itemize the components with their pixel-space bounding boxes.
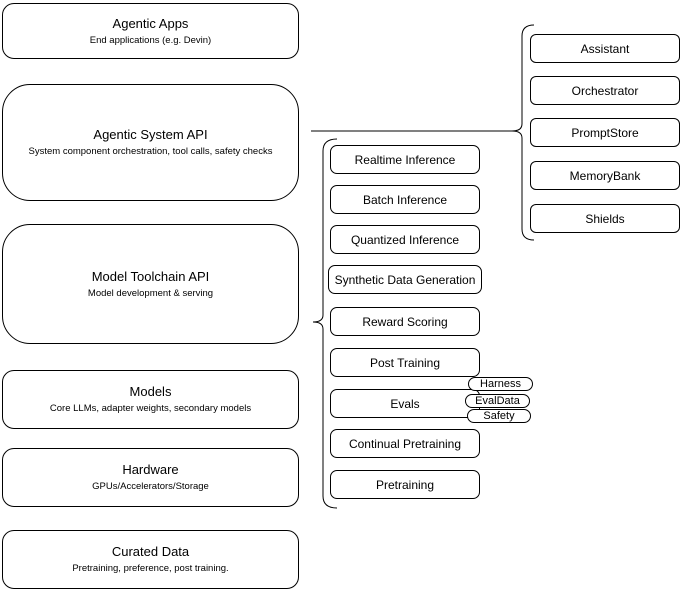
node-title: Hardware: [122, 462, 179, 477]
node-hardware: Hardware GPUs/Accelerators/Storage: [2, 448, 299, 507]
eval-tag-safety: Safety: [467, 409, 531, 423]
system-components-brace: [511, 24, 535, 241]
node-title: Curated Data: [111, 544, 190, 559]
eval-tag-harness: Harness: [468, 377, 533, 391]
component-assistant: Assistant: [530, 34, 680, 63]
node-title: Agentic Apps: [112, 15, 189, 31]
component-promptstore: PromptStore: [530, 118, 680, 147]
node-subtitle: End applications (e.g. Devin): [89, 34, 212, 46]
component-memorybank: MemoryBank: [530, 161, 680, 190]
service-evals: Evals: [330, 389, 480, 418]
node-subtitle: GPUs/Accelerators/Storage: [92, 481, 209, 492]
node-title: Model Toolchain API: [91, 268, 210, 284]
component-orchestrator: Orchestrator: [530, 76, 680, 105]
service-batch-inference: Batch Inference: [330, 185, 480, 214]
service-realtime-inference: Realtime Inference: [330, 145, 480, 174]
node-model-toolchain-api: Model Toolchain API Model development & …: [2, 224, 299, 344]
node-subtitle: Model development & serving: [87, 287, 214, 299]
node-title: Models: [129, 384, 172, 399]
service-post-training: Post Training: [330, 348, 480, 377]
node-subtitle: System component orchestration, tool cal…: [28, 146, 273, 157]
service-synthetic-data-generation: Synthetic Data Generation: [328, 265, 482, 294]
service-reward-scoring: Reward Scoring: [330, 307, 480, 336]
node-agentic-system-api: Agentic System API System component orch…: [2, 84, 299, 201]
node-title: Agentic System API: [93, 127, 208, 142]
node-subtitle: Pretraining, preference, post training.: [72, 563, 229, 574]
node-subtitle: Core LLMs, adapter weights, secondary mo…: [49, 403, 252, 414]
node-models: Models Core LLMs, adapter weights, secon…: [2, 370, 299, 429]
eval-tag-evaldata: EvalData: [465, 394, 530, 408]
service-pretraining: Pretraining: [330, 470, 480, 499]
toolchain-services-brace: [312, 138, 338, 509]
component-shields: Shields: [530, 204, 680, 233]
service-continual-pretraining: Continual Pretraining: [330, 429, 480, 458]
node-agentic-apps: Agentic Apps End applications (e.g. Devi…: [2, 3, 299, 59]
service-quantized-inference: Quantized Inference: [330, 225, 480, 254]
node-curated-data: Curated Data Pretraining, preference, po…: [2, 530, 299, 589]
